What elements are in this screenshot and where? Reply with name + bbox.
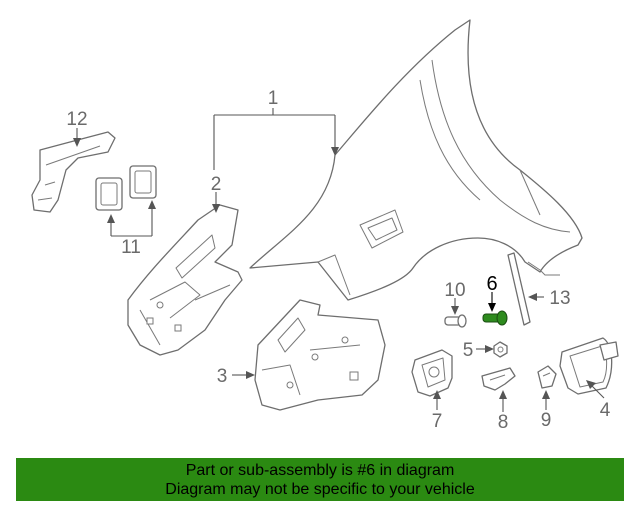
banner-line-part: Part or sub-assembly is #6 in diagram bbox=[185, 462, 455, 479]
callout-12: 12 bbox=[66, 109, 87, 130]
callout-7: 7 bbox=[432, 411, 443, 432]
callout-5: 5 bbox=[463, 340, 474, 361]
callout-4: 4 bbox=[600, 400, 611, 421]
wheelhouse-extension-part[interactable] bbox=[254, 299, 386, 411]
seal-part-a[interactable] bbox=[95, 177, 123, 211]
reinforcement-part[interactable] bbox=[31, 131, 116, 213]
screw-part-6-highlighted[interactable] bbox=[482, 310, 508, 326]
part-info-banner: Part or sub-assembly is #6 in diagram Di… bbox=[16, 458, 624, 501]
callout-1: 1 bbox=[268, 88, 279, 109]
callout-6: 6 bbox=[486, 273, 497, 295]
callout-11: 11 bbox=[121, 237, 141, 258]
housing-part[interactable] bbox=[411, 349, 453, 397]
callout-13: 13 bbox=[549, 288, 570, 309]
bolt-part[interactable] bbox=[493, 341, 508, 358]
inner-panel-part[interactable] bbox=[127, 204, 243, 356]
bracket-part[interactable] bbox=[481, 367, 516, 391]
callout-2: 2 bbox=[211, 174, 222, 195]
callout-10: 10 bbox=[444, 280, 465, 301]
molding-strip-part[interactable] bbox=[507, 252, 531, 326]
callout-8: 8 bbox=[498, 412, 509, 433]
pin-part[interactable] bbox=[444, 314, 467, 328]
callout-3: 3 bbox=[217, 366, 228, 387]
callout-9: 9 bbox=[541, 410, 552, 431]
quarter-panel-part[interactable] bbox=[249, 19, 583, 301]
fuel-door-part[interactable] bbox=[559, 337, 619, 395]
parts-diagram: 1 2 3 4 5 6 7 8 9 10 11 12 13 bbox=[31, 19, 619, 433]
callout-leaders bbox=[73, 108, 605, 412]
seal-part-b[interactable] bbox=[129, 165, 157, 199]
clip-part[interactable] bbox=[537, 365, 557, 389]
banner-line-disclaimer: Diagram may not be specific to your vehi… bbox=[165, 481, 475, 498]
callout-labels: 1 2 3 4 5 6 7 8 9 10 11 12 13 bbox=[66, 88, 610, 433]
